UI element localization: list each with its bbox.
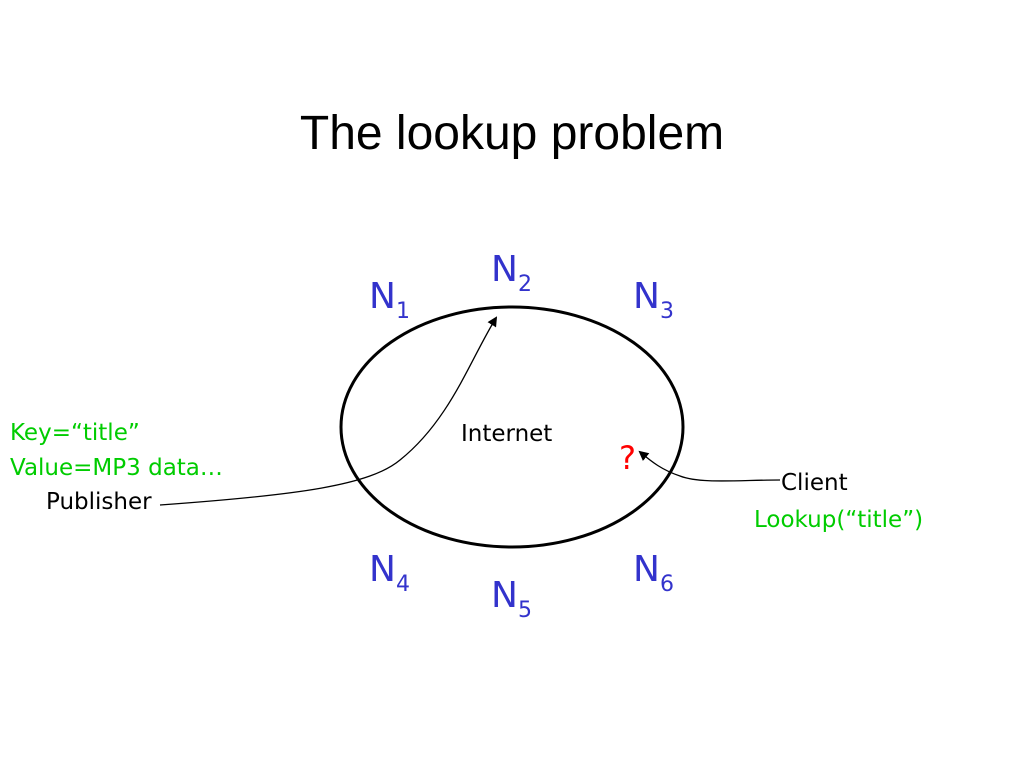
node-n4: N4	[369, 549, 410, 598]
question-mark: ?	[619, 439, 636, 477]
publisher-value-text: Value=MP3 data…	[10, 455, 223, 481]
node-n6-index: 6	[659, 572, 674, 597]
client-lookup-text: Lookup(“title”)	[754, 507, 924, 533]
slide-title: The lookup problem	[299, 107, 725, 160]
internet-ellipse	[339, 305, 685, 549]
node-n4-name: N	[369, 549, 396, 590]
node-n5-name: N	[491, 575, 518, 616]
node-n6: N6	[633, 549, 674, 598]
client-label: Client	[781, 470, 848, 496]
node-n3-name: N	[633, 276, 660, 317]
node-n5-index: 5	[517, 598, 532, 623]
node-n1-index: 1	[395, 299, 410, 324]
node-n3: N3	[633, 276, 674, 325]
client-arrow	[638, 450, 781, 482]
node-n5: N5	[491, 575, 532, 624]
publisher-key-text: Key=“title”	[10, 420, 140, 446]
node-n4-index: 4	[395, 572, 410, 597]
publisher-label: Publisher	[46, 489, 152, 515]
node-n3-index: 3	[659, 299, 674, 324]
node-n6-name: N	[633, 549, 660, 590]
node-n2-name: N	[491, 249, 518, 290]
node-n1-name: N	[369, 276, 396, 317]
node-n1: N1	[369, 276, 410, 325]
internet-label: Internet	[461, 421, 553, 447]
publisher-arrow	[159, 316, 498, 506]
node-n2: N2	[491, 249, 532, 298]
node-n2-index: 2	[517, 272, 532, 297]
